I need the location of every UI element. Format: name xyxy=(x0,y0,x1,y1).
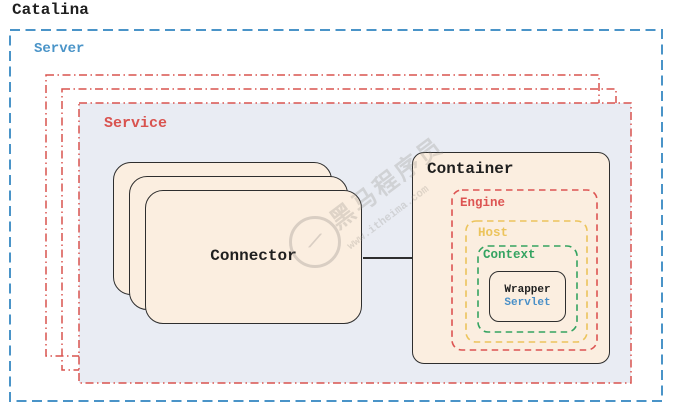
host-label: Host xyxy=(478,226,509,240)
engine-label: Engine xyxy=(460,196,506,210)
server-box xyxy=(9,29,663,402)
catalina-label: Catalina xyxy=(12,1,89,19)
service-label: Service xyxy=(104,115,168,132)
context-label: Context xyxy=(483,248,536,262)
context-box xyxy=(477,245,578,333)
container-box: Container xyxy=(412,152,610,364)
connector-label: Connector xyxy=(210,247,297,266)
server-label: Server xyxy=(34,41,85,57)
connector-container-link xyxy=(363,257,412,259)
servlet-label: Servlet xyxy=(504,297,551,309)
connector-box-front: Connector xyxy=(145,190,362,324)
host-box xyxy=(465,220,588,343)
engine-box xyxy=(451,189,598,351)
wrapper-box: Wrapper Servlet xyxy=(489,271,566,322)
container-label: Container xyxy=(427,160,514,178)
wrapper-label: Wrapper xyxy=(504,284,551,296)
